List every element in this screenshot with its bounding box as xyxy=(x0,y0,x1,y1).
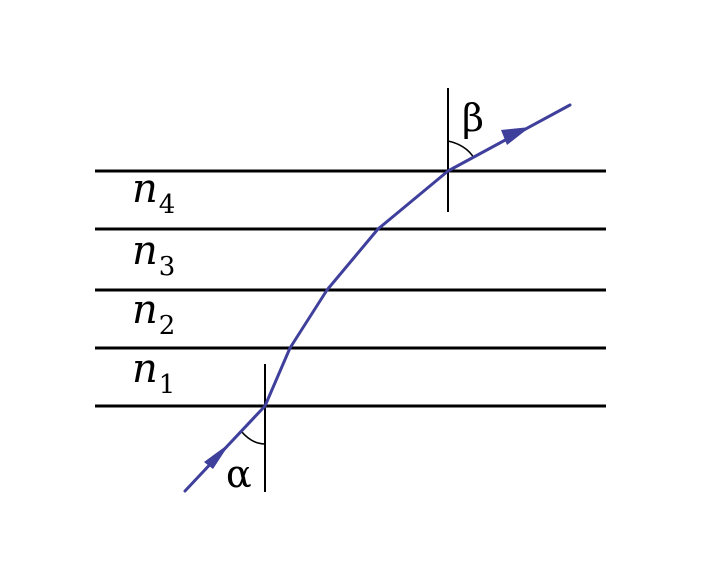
angle-label-beta: β xyxy=(462,96,484,140)
angle-arc-alpha xyxy=(240,430,266,445)
light-ray xyxy=(183,103,572,493)
angle-arc-beta xyxy=(447,140,475,159)
medium-label-n2: n2 xyxy=(132,287,175,341)
medium-label-n4: n4 xyxy=(132,166,175,220)
ray-arrowhead-exit xyxy=(501,127,530,145)
angle-label-alpha: α xyxy=(226,452,252,496)
ray-arrowhead-incident xyxy=(204,443,230,469)
medium-label-n1: n1 xyxy=(132,346,175,400)
medium-label-n3: n3 xyxy=(132,228,175,282)
